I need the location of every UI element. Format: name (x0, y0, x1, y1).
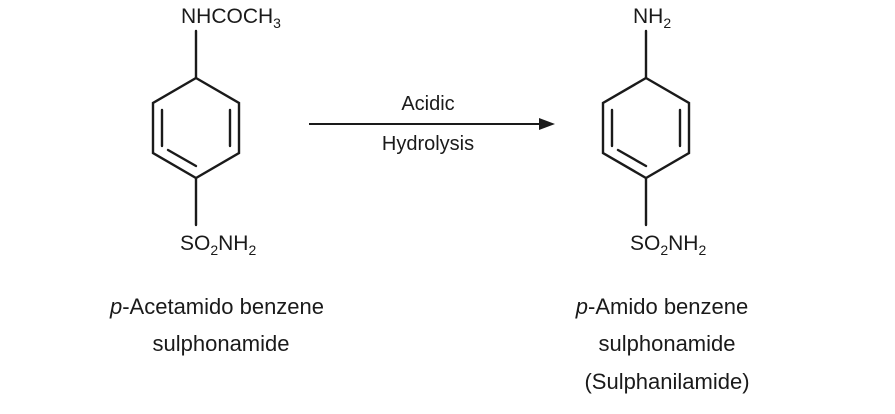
reactant-top-group-subscript: 3 (273, 15, 281, 31)
product-top-group-main: NH (633, 5, 663, 28)
product-bottom-group-sub2: 2 (698, 242, 706, 258)
reactant-bottom-group-sub2: 2 (248, 242, 256, 258)
reactant-bottom-group-part2: NH (218, 232, 248, 255)
product-name-italic-prefix: p (575, 294, 588, 319)
reactant-ring-double-bond-bottom (166, 148, 198, 168)
reaction-condition-line1: Acidic (401, 93, 454, 115)
product-benzene-ring (601, 76, 691, 180)
product-name-line3: (Sulphanilamide) (584, 369, 749, 394)
reactant-top-group-main: NHCOCH (181, 5, 273, 28)
product-bottom-group: SO2NH2 (630, 232, 706, 258)
product-top-group: NH2 (633, 5, 671, 31)
reactant-name-line1: p-Acetamido benzene (109, 294, 324, 319)
reactant-bottom-group-sub1: 2 (210, 242, 218, 258)
product-ring-double-bond-bottom (616, 148, 648, 168)
reactant-bottom-group: SO2NH2 (180, 232, 256, 258)
product-name-line1: p-Amido benzene (575, 294, 748, 319)
product-name-line2: sulphonamide (599, 331, 736, 356)
arrowhead-icon (539, 118, 555, 130)
product-bottom-group-part1: SO (630, 232, 660, 255)
reactant-molecule: NHCOCH3 SO2NH2 p-Acetamido benzene sulph… (109, 5, 324, 356)
product-bottom-group-part2: NH (668, 232, 698, 255)
reactant-name-rest: -Acetamido benzene (122, 294, 324, 319)
product-top-group-subscript: 2 (663, 15, 671, 31)
product-bottom-group-sub1: 2 (660, 242, 668, 258)
product-molecule: NH2 SO2NH2 p-Amido benzene sulphonamide … (575, 5, 750, 394)
reactant-name-italic-prefix: p (109, 294, 122, 319)
reactant-name-line2: sulphonamide (153, 331, 290, 356)
reactant-bottom-group-part1: SO (180, 232, 210, 255)
reactant-benzene-ring (151, 76, 241, 180)
product-name-rest: -Amido benzene (588, 294, 748, 319)
reaction-arrow: Acidic Hydrolysis (309, 93, 555, 155)
reaction-condition-line2: Hydrolysis (382, 133, 474, 155)
reactant-top-group: NHCOCH3 (181, 5, 281, 31)
